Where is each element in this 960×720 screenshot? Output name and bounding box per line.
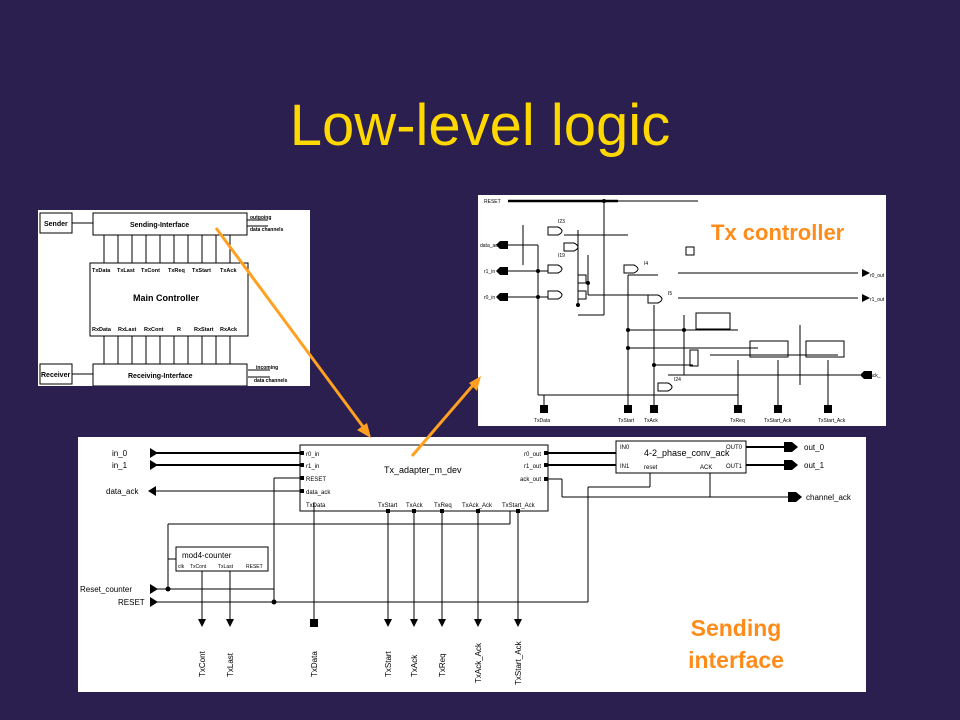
adapter-pin: ack_out [520,477,541,483]
tx-controller-schematic: RESET data_ack r1_in r0_in r0_out r1_out… [478,195,886,426]
sender-label: Sender [44,221,68,228]
conv-pin: IN0 [620,445,630,451]
conv-pin: reset [644,465,658,471]
top-signal: TxReq [168,268,185,274]
adapter-pin: TxStart_Ack [502,503,536,509]
tx-bottom-label: TxStart_Ack [818,418,846,424]
bottom-signal: R [177,327,181,333]
incoming-label-2: data channels [254,378,288,384]
counter-pin: TxLast [218,564,234,570]
tx-bottom-label: TxStart_Ack [764,418,792,424]
adapter-pin: r1_in [306,464,319,470]
sending-interface-schematic: in_0 in_1 data_ack Reset_counter RESET T… [78,437,866,692]
sending-interface-label: Sending-Interface [130,222,189,229]
receiving-interface-label: Receiving-Interface [128,373,193,380]
adapter-pin: TxReq [434,503,452,509]
port-label: in_0 [112,449,128,458]
bottom-label: TxLast [226,652,235,677]
sending-interface-caption: Sending interface [678,612,794,676]
sending-caption-line1: Sending [690,615,782,641]
bottom-signal: RxStart [194,327,214,333]
bottom-label: TxData [310,651,319,677]
tx-output-label: r0_out [870,273,885,279]
counter-name: mod4-counter [182,551,232,560]
bottom-label: TxCont [198,650,207,677]
port-label: out_1 [804,461,825,470]
main-controller-label: Main Controller [133,293,199,303]
tx-bottom-label: TxAck [644,418,658,424]
gate-label: I19 [558,253,565,259]
tx-bottom-label: TxStart [618,418,635,424]
bottom-label: TxReq [438,653,447,677]
conv-pin: OUT0 [726,445,743,451]
bottom-signal: RxData [92,327,112,333]
adapter-pin: r0_in [306,452,319,458]
page-title: Low-level logic [289,93,671,158]
top-signal: TxCont [141,268,160,274]
top-signal: TxLast [117,268,135,274]
adapter-pin: TxData [306,503,326,509]
adapter-pin: TxAck_Ack [462,503,493,509]
top-signal: TxData [92,268,111,274]
conv-pin: ACK [700,465,712,471]
bottom-signal: RxAck [220,327,238,333]
port-label: data_ack [106,487,139,496]
incoming-label-1: incoming [256,365,278,371]
adapter-pin: TxAck [406,503,424,509]
gate-label: I4 [644,261,648,267]
tx-input-label: RESET [484,199,501,205]
port-label: channel_ack [806,493,852,502]
adapter-pin: r0_out [524,452,541,458]
port-label: Reset_counter [80,585,132,594]
bottom-label: TxAck [410,654,419,677]
bottom-signal: RxLast [118,327,137,333]
adapter-pin: RESET [306,477,326,483]
tx-output-label: r1_out [870,297,885,303]
outgoing-label-2: data channels [250,227,284,233]
conv-pin: IN1 [620,464,630,470]
tx-input-label: r1_in [484,269,495,275]
tx-output-label: ack_ [870,373,881,379]
port-label: out_0 [804,443,825,452]
outgoing-label-1: outgoing [250,215,271,221]
port-label: in_1 [112,461,128,470]
conv-name: 4-2_phase_conv_ack [644,448,730,458]
tx-bottom-label: TxReq [730,418,745,424]
gate-label: I23 [558,219,565,225]
tx-bottom-label: TxData [534,418,550,424]
counter-pin: RESET [246,564,263,570]
adapter-pin: r1_out [524,464,541,470]
port-label: RESET [118,598,145,607]
bottom-signal: RxCont [144,327,164,333]
receiver-label: Receiver [41,372,70,379]
sending-caption-line2: interface [688,647,784,673]
tx-input-label: r0_in [484,295,495,301]
bottom-label: TxAck_Ack [474,642,483,683]
top-signal: TxAck [220,268,237,274]
top-signal: TxStart [192,268,211,274]
counter-pin: clk [178,564,185,570]
gate-label: I5 [668,291,672,297]
conv-pin: OUT1 [726,464,743,470]
adapter-pin: data_ack [306,490,331,496]
tx-input-label: data_ack [480,243,501,249]
arrow-head-sending [357,423,371,438]
counter-pin: TxCont [190,564,207,570]
tx-controller-caption: Tx controller [711,220,845,245]
gate-label: I24 [674,377,681,383]
bottom-label: TxStart [384,650,393,677]
adapter-name: Tx_adapter_m_dev [384,465,462,475]
block-diagram: Sender Sending-Interface Main Controller… [38,210,310,387]
bottom-label: TxStart_Ack [514,640,523,685]
adapter-pin: TxStart [378,503,398,509]
